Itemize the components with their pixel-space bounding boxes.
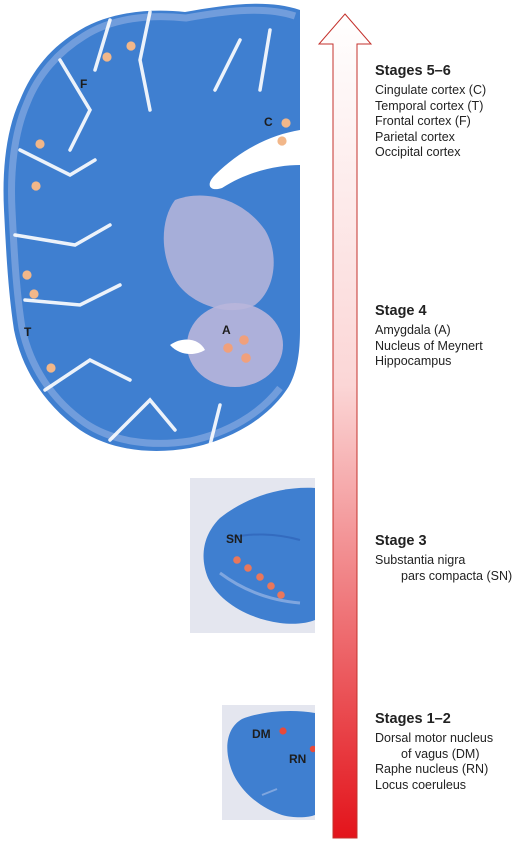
region-item: Amygdala (A) [375,323,483,339]
stage-title: Stages 5–6 [375,63,486,79]
region-item: Parietal cortex [375,130,486,146]
region-item: Hippocampus [375,354,483,370]
region-item: pars compacta (SN) [375,569,512,585]
midbrain-section: SN [190,478,315,633]
label-substantia-nigra: SN [226,532,243,546]
arrow-shape [319,14,371,838]
label-dorsal-motor: DM [252,727,271,741]
hemisphere-section: F C T A [0,0,310,460]
region-item: Frontal cortex (F) [375,114,486,130]
region-item: Nucleus of Meynert [375,339,483,355]
stage-1-2: Stages 1–2 Dorsal motor nucleus of vagus… [375,711,493,793]
label-frontal: F [80,77,87,91]
region-item: of vagus (DM) [375,747,493,763]
stage-title: Stage 3 [375,533,512,549]
region-item: Substantia nigra [375,553,512,569]
region-item: Cingulate cortex (C) [375,83,486,99]
amygdala-region [187,303,283,387]
region-item: Temporal cortex (T) [375,99,486,115]
label-raphe: RN [289,752,306,766]
stage-5-6: Stages 5–6 Cingulate cortex (C) Temporal… [375,63,486,161]
label-cingulate: C [264,115,273,129]
region-item: Raphe nucleus (RN) [375,762,493,778]
label-temporal: T [24,325,32,339]
label-amygdala: A [222,323,231,337]
pathology-dot-dm [279,727,286,734]
medulla-section: DM RN [222,705,315,820]
region-item: Locus coeruleus [375,778,493,794]
stage-title: Stage 4 [375,303,483,319]
region-item: Dorsal motor nucleus [375,731,493,747]
stage-4: Stage 4 Amygdala (A) Nucleus of Meynert … [375,303,483,370]
stage-3: Stage 3 Substantia nigra pars compacta (… [375,533,512,584]
stage-title: Stages 1–2 [375,711,493,727]
region-item: Occipital cortex [375,145,486,161]
